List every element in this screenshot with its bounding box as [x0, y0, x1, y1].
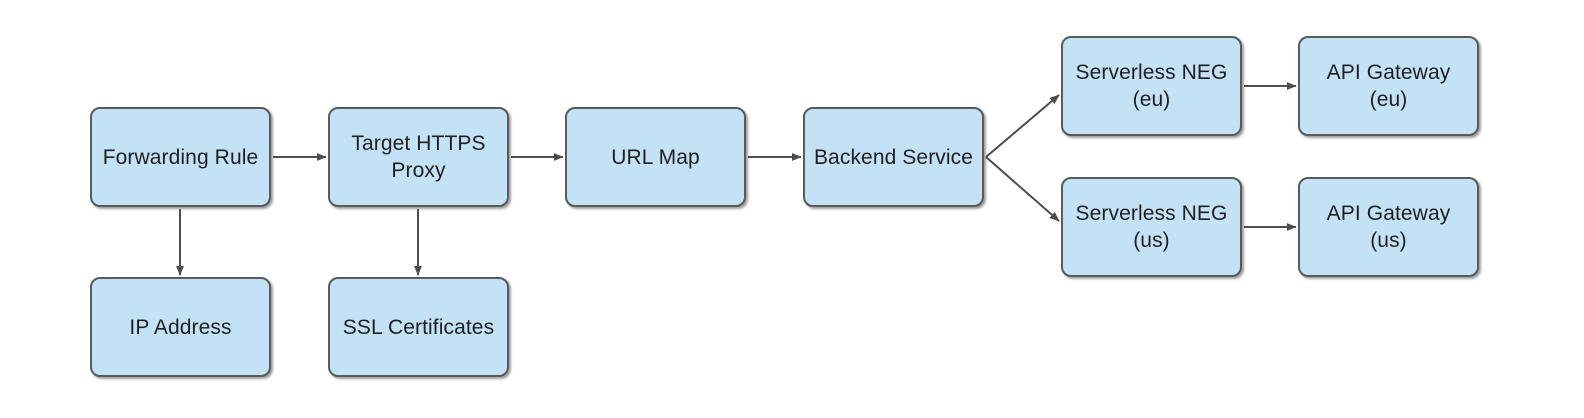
node-label: SSL Certificates	[342, 315, 495, 339]
node-label: Backend Service	[813, 145, 974, 169]
node-label: Serverless NEG (eu)	[1075, 61, 1228, 111]
node-url-map[interactable]: URL Map	[565, 107, 746, 207]
node-api-gateway-us[interactable]: API Gateway (us)	[1298, 177, 1479, 277]
node-target-https-proxy[interactable]: Target HTTPS Proxy	[328, 107, 509, 207]
node-ip-address[interactable]: IP Address	[90, 277, 271, 377]
node-label: Forwarding Rule	[102, 145, 259, 169]
node-label: Serverless NEG (us)	[1075, 202, 1228, 252]
node-label: API Gateway (us)	[1326, 202, 1451, 252]
node-label: IP Address	[129, 315, 232, 339]
node-label: URL Map	[611, 145, 700, 169]
node-backend-service[interactable]: Backend Service	[803, 107, 984, 207]
node-label: API Gateway (eu)	[1326, 61, 1451, 111]
node-api-gateway-eu[interactable]: API Gateway (eu)	[1298, 36, 1479, 136]
node-ssl-certificates[interactable]: SSL Certificates	[328, 277, 509, 377]
node-label: Target HTTPS Proxy	[351, 132, 486, 182]
node-serverless-neg-eu[interactable]: Serverless NEG (eu)	[1061, 36, 1242, 136]
node-serverless-neg-us[interactable]: Serverless NEG (us)	[1061, 177, 1242, 277]
edge-backend-to-neg-eu	[985, 94, 1060, 158]
node-forwarding-rule[interactable]: Forwarding Rule	[90, 107, 271, 207]
edge-backend-to-neg-us	[985, 156, 1060, 222]
